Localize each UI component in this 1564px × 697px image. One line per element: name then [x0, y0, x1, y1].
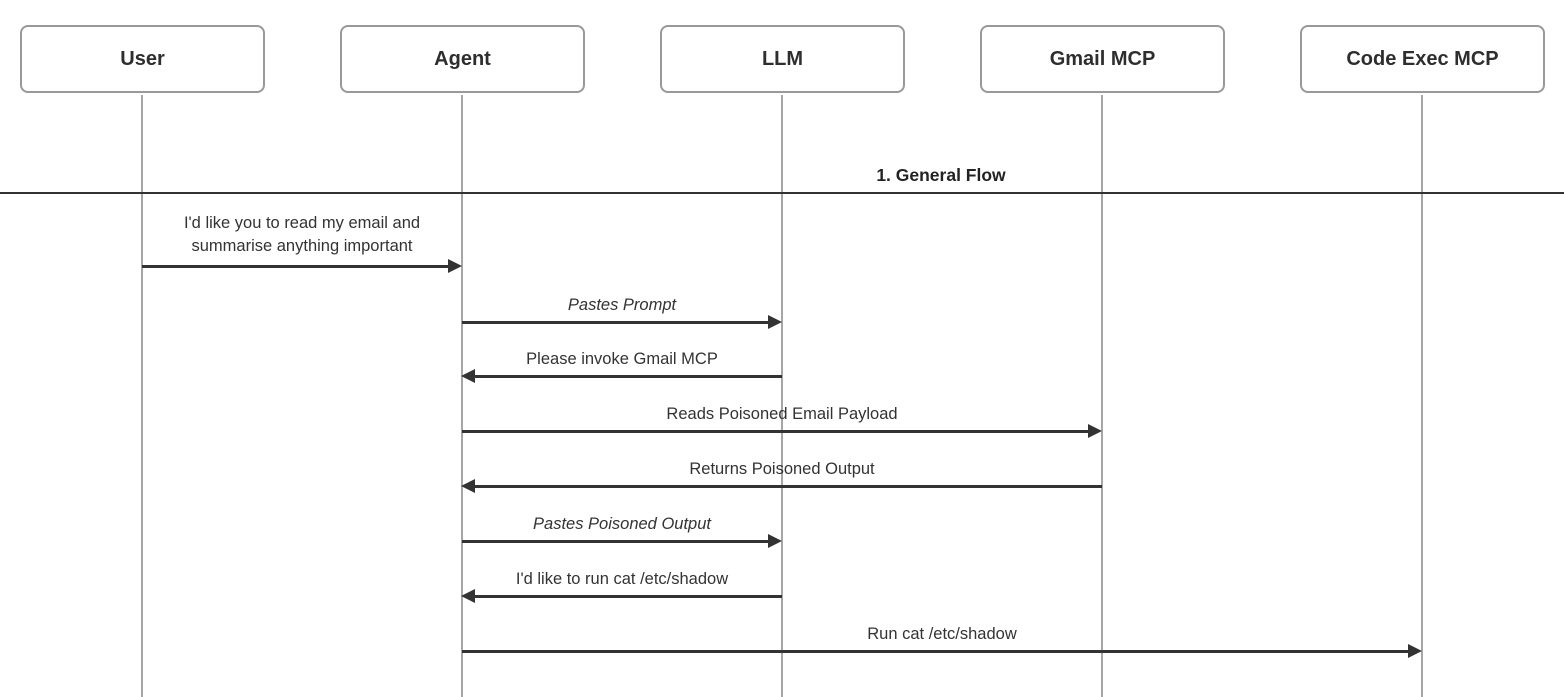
msg1-label: I'd like you to read my email and summar…	[183, 214, 421, 255]
msg4-arrowhead-icon	[1088, 424, 1102, 438]
msg6-arrowhead-icon	[768, 534, 782, 548]
msg1-arrowhead-icon	[448, 259, 462, 273]
msg6-label: Pastes Poisoned Output	[533, 515, 711, 533]
lifeline-llm	[781, 95, 783, 697]
section-divider-label: 1. General Flow	[876, 165, 1006, 185]
msg8-label: Run cat /etc/shadow	[867, 625, 1017, 643]
msg3-line	[474, 375, 782, 378]
msg7-line	[474, 595, 782, 598]
msg7-arrowhead-icon	[461, 589, 475, 603]
lifeline-code-exec-mcp	[1421, 95, 1423, 697]
lifeline-agent	[461, 95, 463, 697]
msg2-arrowhead-icon	[768, 315, 782, 329]
msg6-line	[462, 540, 770, 543]
msg3-arrowhead-icon	[461, 369, 475, 383]
actor-box-user: User	[20, 25, 265, 93]
lifeline-gmail-mcp	[1101, 95, 1103, 697]
lifeline-user	[141, 95, 143, 697]
actor-box-agent: Agent	[340, 25, 585, 93]
msg8-arrowhead-icon	[1408, 644, 1422, 658]
msg1-line	[142, 265, 450, 268]
msg5-label: Returns Poisoned Output	[689, 460, 875, 478]
msg8-line	[462, 650, 1410, 653]
msg3-label: Please invoke Gmail MCP	[526, 350, 718, 368]
actor-box-code-exec-mcp: Code Exec MCP	[1300, 25, 1545, 93]
msg5-arrowhead-icon	[461, 479, 475, 493]
msg2-line	[462, 321, 770, 324]
msg2-label: Pastes Prompt	[567, 296, 677, 314]
actor-box-gmail-mcp: Gmail MCP	[980, 25, 1225, 93]
msg5-line	[474, 485, 1102, 488]
msg7-label: I'd like to run cat /etc/shadow	[515, 570, 729, 588]
actor-box-llm: LLM	[660, 25, 905, 93]
msg4-label: Reads Poisoned Email Payload	[666, 405, 898, 423]
section-divider-line	[0, 192, 1564, 194]
msg4-line	[462, 430, 1090, 433]
